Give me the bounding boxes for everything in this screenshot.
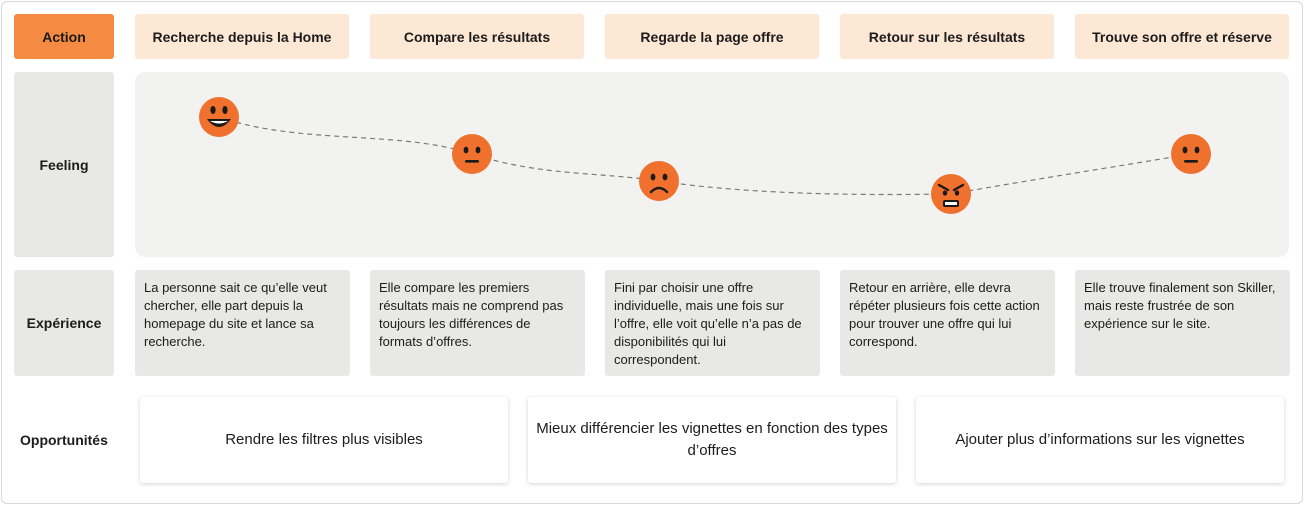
experience-cell: Retour en arrière, elle devra répéter pl… — [840, 270, 1055, 376]
opportunity-card: Ajouter plus d’informations sur les vign… — [916, 397, 1284, 483]
action-cell: Recherche depuis la Home — [135, 14, 349, 59]
opportunity-card: Rendre les filtres plus visibles — [140, 397, 508, 483]
action-cell: Trouve son offre et réserve — [1075, 14, 1289, 59]
feeling-area — [135, 72, 1289, 257]
action-cell: Compare les résultats — [370, 14, 584, 59]
experience-cell: Elle compare les premiers résultats mais… — [370, 270, 585, 376]
opportunity-card: Mieux différencier les vignettes en fonc… — [528, 397, 896, 483]
experience-cell: Elle trouve finalement son Skiller, mais… — [1075, 270, 1290, 376]
row-label-opportunities: Opportunités — [20, 432, 108, 448]
action-cell: Retour sur les résultats — [840, 14, 1054, 59]
row-label-action: Action — [14, 14, 114, 59]
row-label-feeling: Feeling — [14, 72, 114, 257]
experience-cell: Fini par choisir une offre individuelle,… — [605, 270, 820, 376]
action-cell: Regarde la page offre — [605, 14, 819, 59]
row-label-experience: Expérience — [14, 270, 114, 376]
experience-cell: La personne sait ce qu’elle veut cherche… — [135, 270, 350, 376]
